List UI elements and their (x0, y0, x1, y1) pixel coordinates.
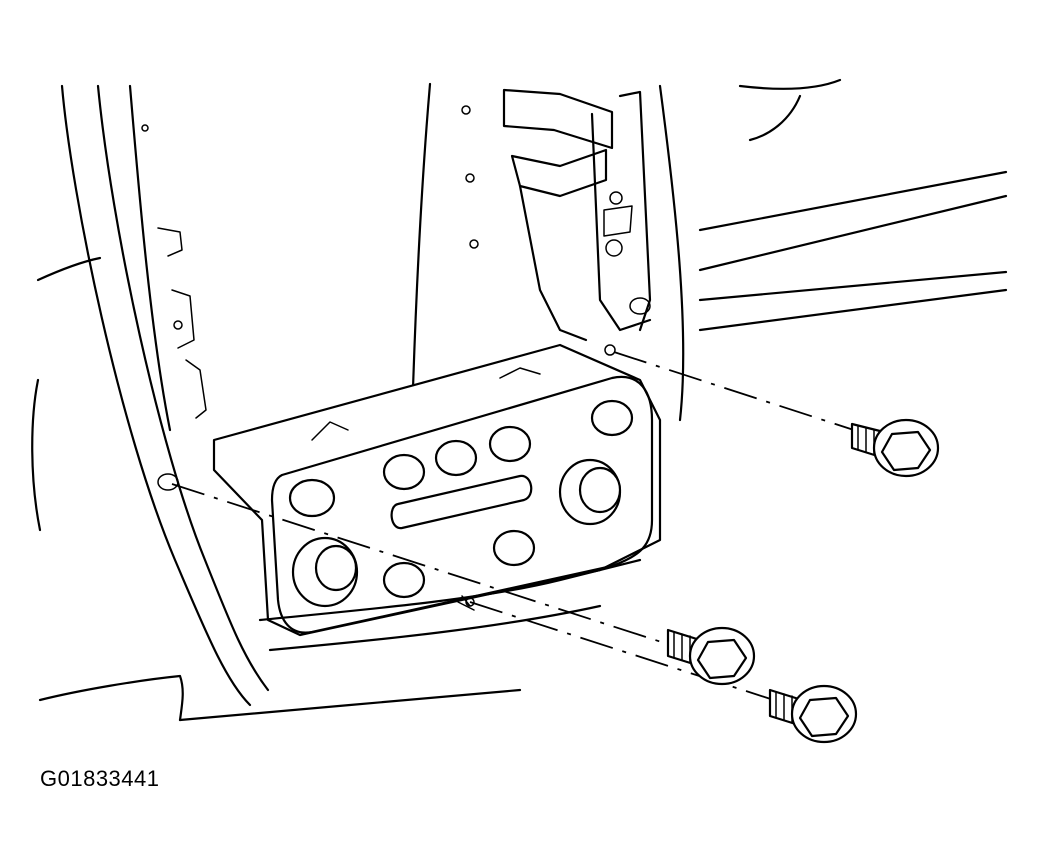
hvac-control-module (157, 343, 662, 652)
bolt-lower-middle (666, 626, 756, 686)
alignment-lines (171, 351, 861, 703)
figure-id-label: G01833441 (40, 766, 160, 791)
door-frame (31, 84, 522, 722)
bolt-lower-right (768, 684, 858, 744)
control-buttons (288, 399, 634, 608)
bolt-upper-right (850, 418, 940, 478)
center-console (410, 78, 1008, 422)
